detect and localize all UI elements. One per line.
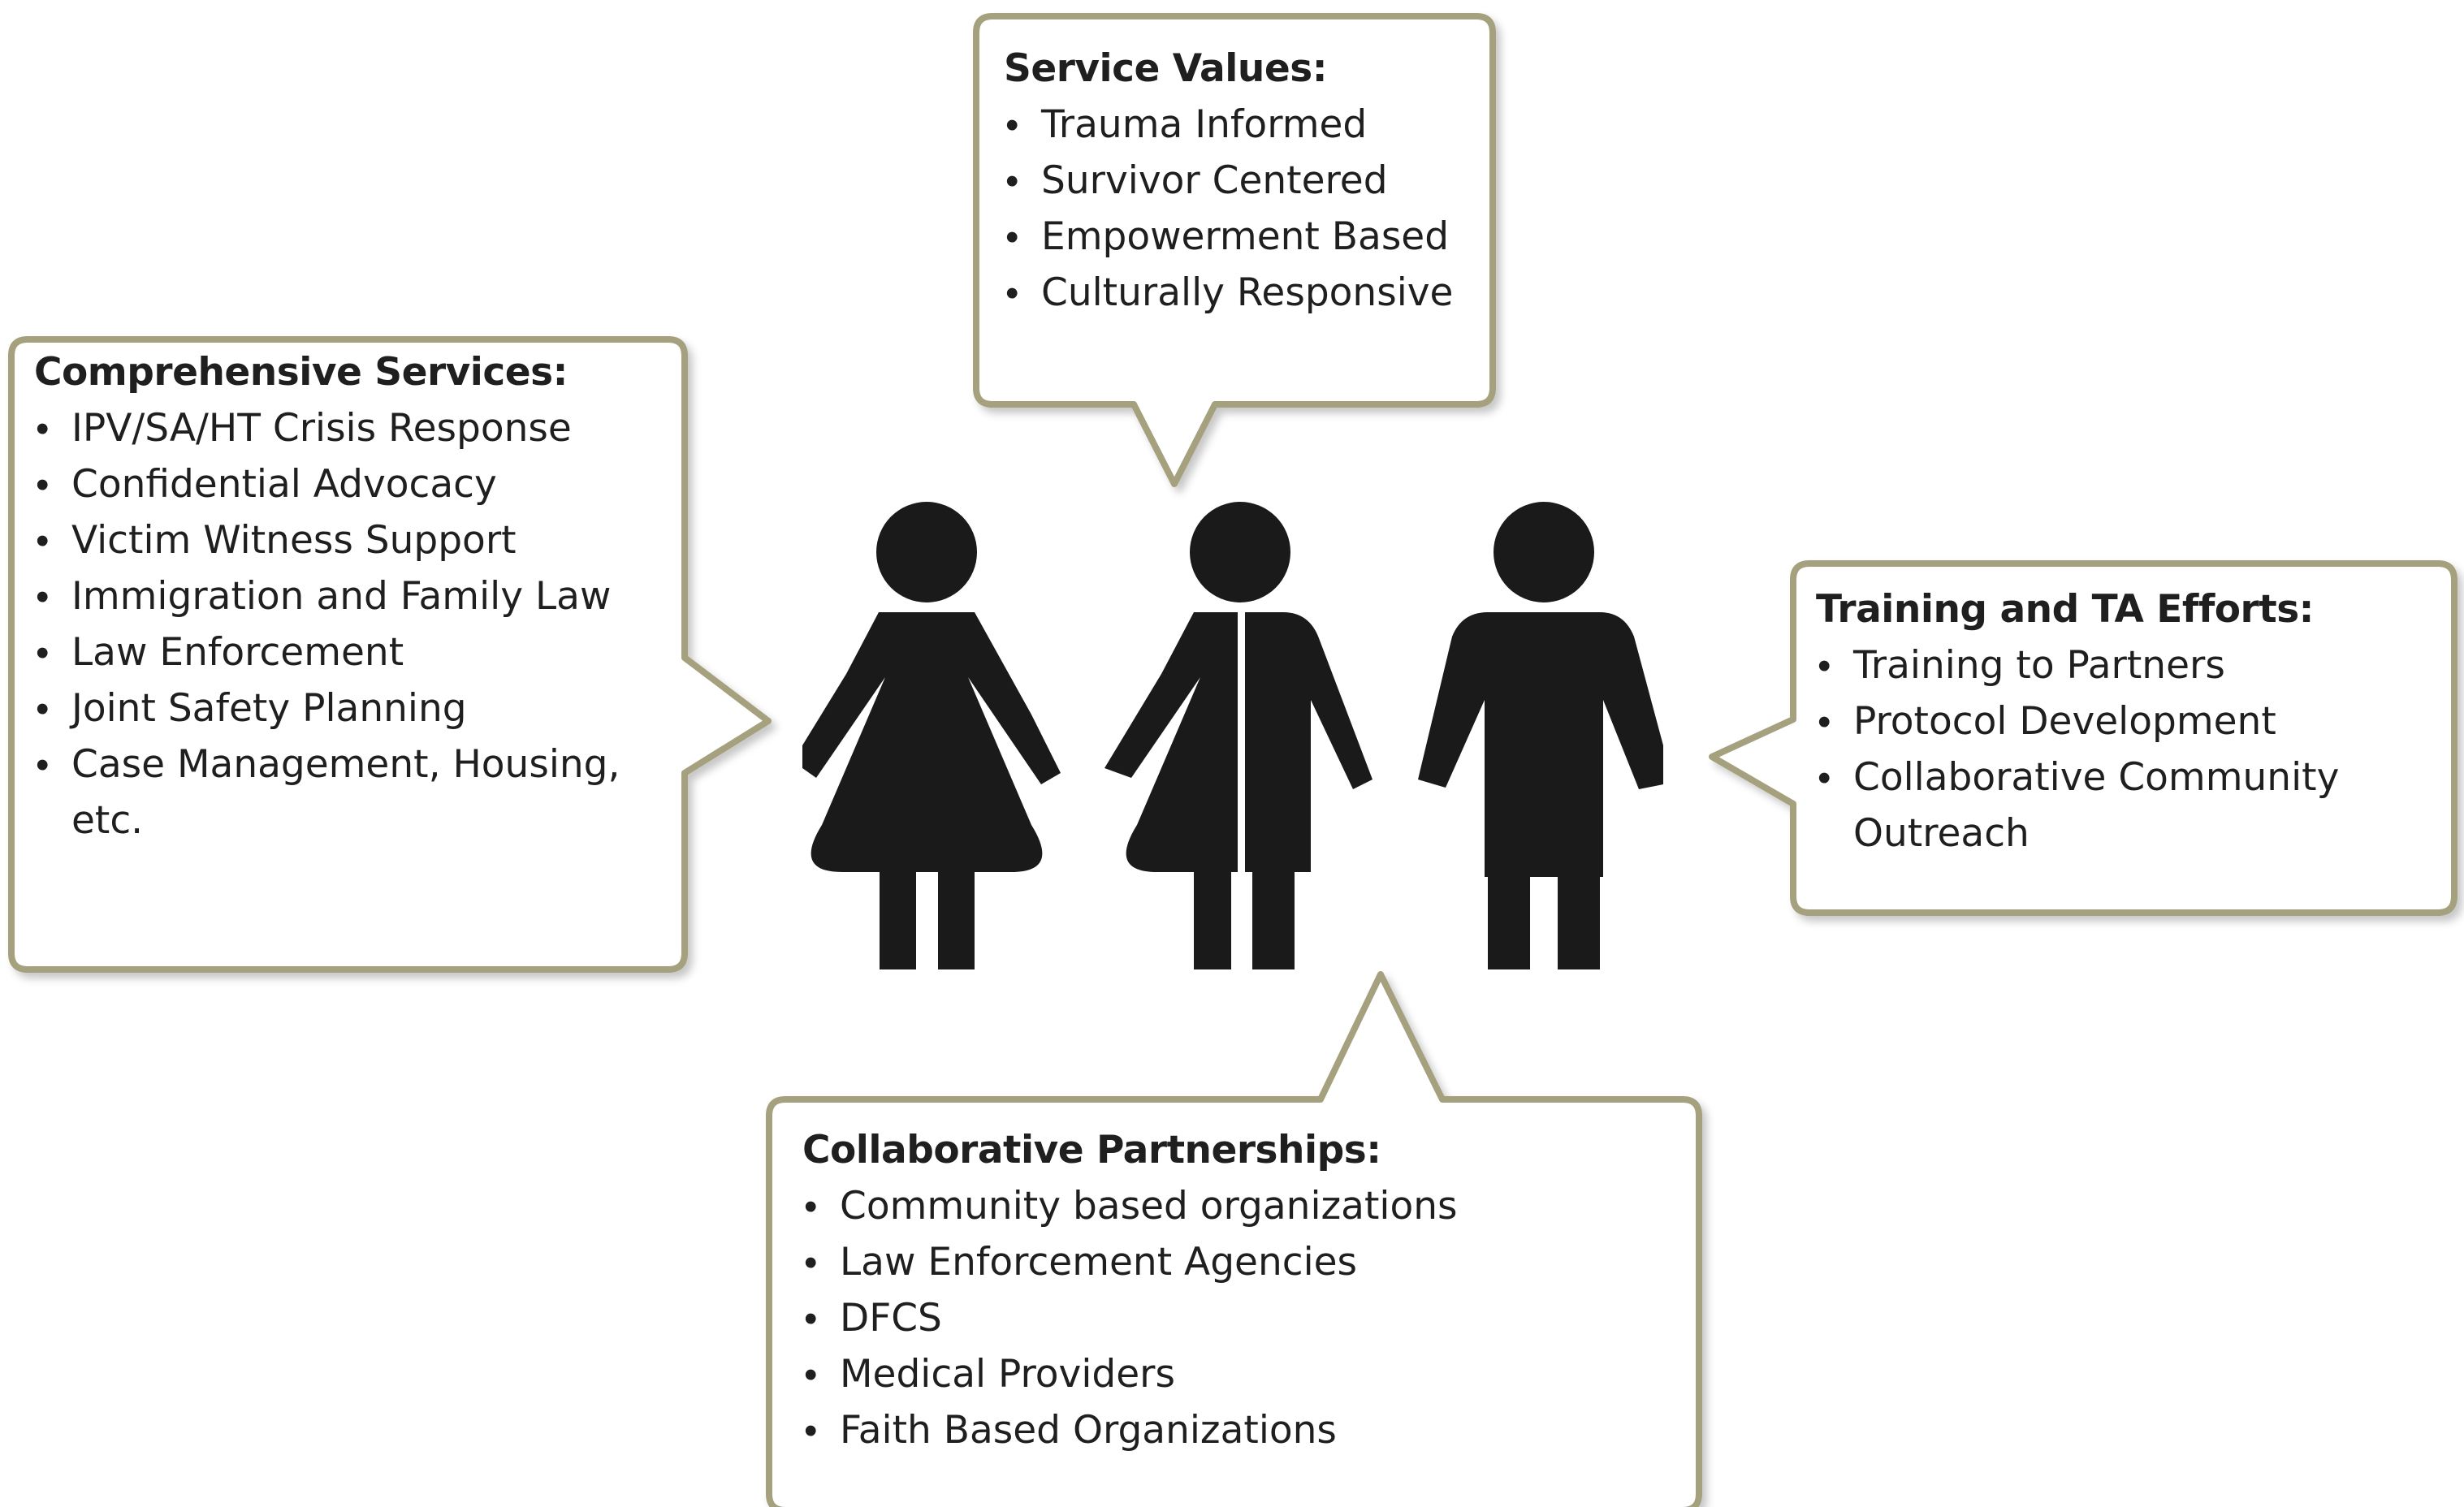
list-item: Trauma Informed [1004, 97, 1475, 153]
list-item: Community based organizations [802, 1178, 1679, 1234]
list-item: Law Enforcement [34, 624, 651, 680]
service-values-box: Service Values: Trauma Informed Survivor… [1004, 41, 1475, 321]
list-item: Training to Partners [1816, 637, 2401, 693]
list-item: Protocol Development [1816, 693, 2401, 749]
list-item: Empowerment Based [1004, 209, 1475, 265]
list-item: Collaborative Community Outreach [1816, 749, 2401, 861]
list-item: Medical Providers [802, 1346, 1679, 1402]
comprehensive-services-title: Comprehensive Services: [34, 350, 568, 395]
service-values-title: Service Values: [1004, 46, 1328, 91]
list-item: Law Enforcement Agencies [802, 1234, 1679, 1290]
comprehensive-services-list: IPV/SA/HT Crisis Response Confidential A… [34, 400, 651, 848]
list-item: Survivor Centered [1004, 153, 1475, 209]
collaborative-partnerships-title: Collaborative Partnerships: [802, 1128, 1381, 1172]
list-item: Immigration and Family Law [34, 568, 651, 624]
list-item: IPV/SA/HT Crisis Response [34, 400, 651, 456]
collaborative-partnerships-box: Collaborative Partnerships: Community ba… [802, 1122, 1679, 1458]
woman-figure-icon [802, 502, 1061, 969]
training-ta-list: Training to Partners Protocol Developmen… [1816, 637, 2401, 861]
man-figure-icon [1418, 502, 1663, 969]
list-item: Victim Witness Support [34, 512, 651, 568]
gender-split-figure-icon [1104, 502, 1372, 969]
list-item: Culturally Responsive [1004, 265, 1475, 321]
training-ta-box: Training and TA Efforts: Training to Par… [1816, 581, 2401, 861]
list-item: Case Management, Housing, etc. [34, 736, 651, 848]
list-item: DFCS [802, 1290, 1679, 1346]
comprehensive-services-box: Comprehensive Services: IPV/SA/HT Crisis… [34, 344, 651, 848]
list-item: Faith Based Organizations [802, 1402, 1679, 1458]
collaborative-partnerships-list: Community based organizations Law Enforc… [802, 1178, 1679, 1458]
list-item: Confidential Advocacy [34, 456, 651, 512]
training-ta-title: Training and TA Efforts: [1816, 587, 2314, 632]
list-item: Joint Safety Planning [34, 680, 651, 736]
service-values-list: Trauma Informed Survivor Centered Empowe… [1004, 97, 1475, 321]
